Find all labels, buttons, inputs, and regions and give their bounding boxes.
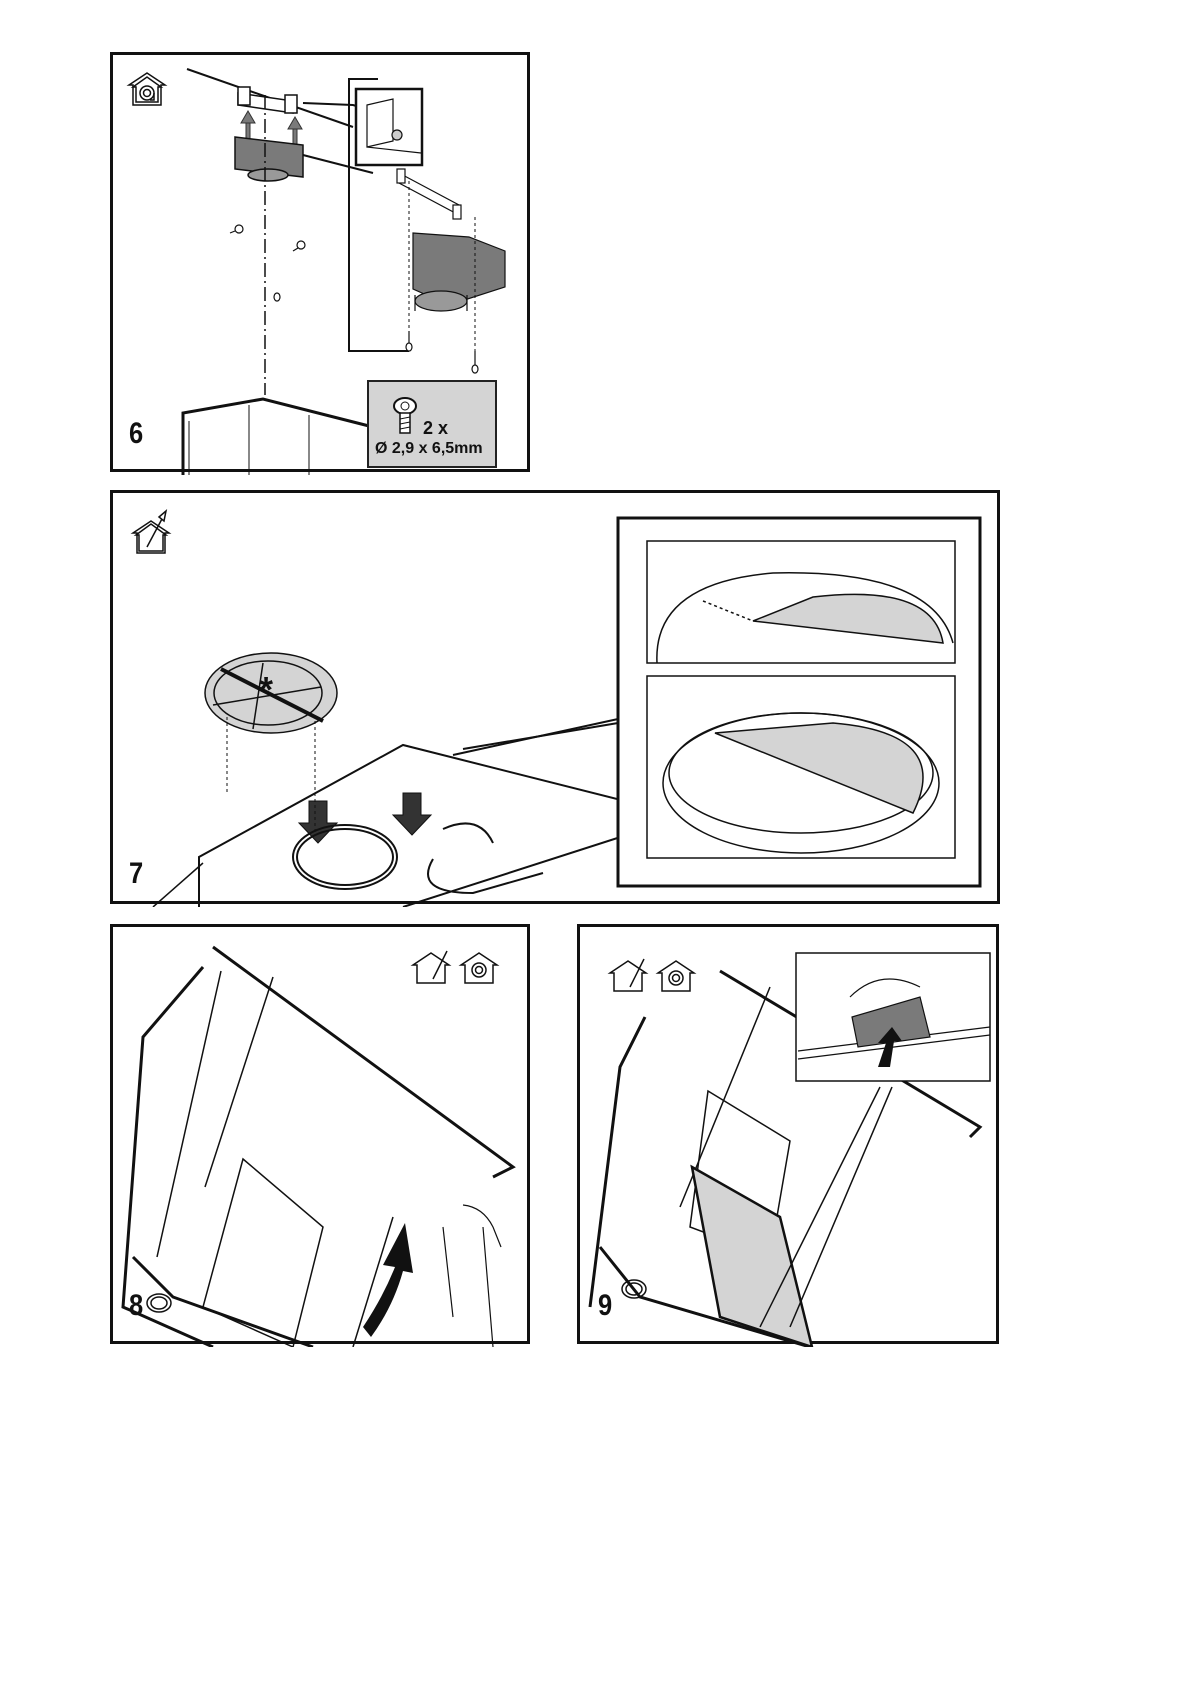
screw-icon <box>391 396 421 436</box>
step-number: 9 <box>598 1289 612 1323</box>
step-7-panel: * 7 <box>110 490 1000 904</box>
hand <box>443 1205 501 1347</box>
recirculation-mode-icon <box>461 953 497 983</box>
duct-adapter <box>235 137 303 181</box>
detail-top <box>647 541 955 663</box>
grease-filter <box>692 1167 812 1347</box>
recirculation-mode-icon <box>129 73 165 105</box>
step-6-panel: 2 x Ø 2,9 x 6,5mm 6 <box>110 52 530 472</box>
mounting-bracket <box>238 87 297 113</box>
step-number: 6 <box>129 417 143 451</box>
screw-quantity: 2 x <box>423 418 448 439</box>
screw-spec-box: 2 x Ø 2,9 x 6,5mm <box>367 380 497 468</box>
extraction-mode-icon <box>610 959 646 991</box>
step-9-panel: 9 <box>577 924 999 1344</box>
step-9-illustration <box>580 927 1002 1347</box>
extraction-mode-icon <box>133 511 169 553</box>
step-number: 8 <box>129 1289 143 1323</box>
extraction-mode-icon <box>413 951 449 983</box>
screw-size: Ø 2,9 x 6,5mm <box>375 440 483 458</box>
step-8-illustration <box>113 927 533 1347</box>
step-8-panel: 8 <box>110 924 530 1344</box>
rotate-arrow <box>363 1223 413 1337</box>
detail-bottom <box>647 676 955 858</box>
recirculation-mode-icon <box>658 961 694 991</box>
step-number: 7 <box>129 857 143 891</box>
optional-part-mark: * <box>259 669 273 711</box>
step-7-illustration <box>113 493 1003 907</box>
